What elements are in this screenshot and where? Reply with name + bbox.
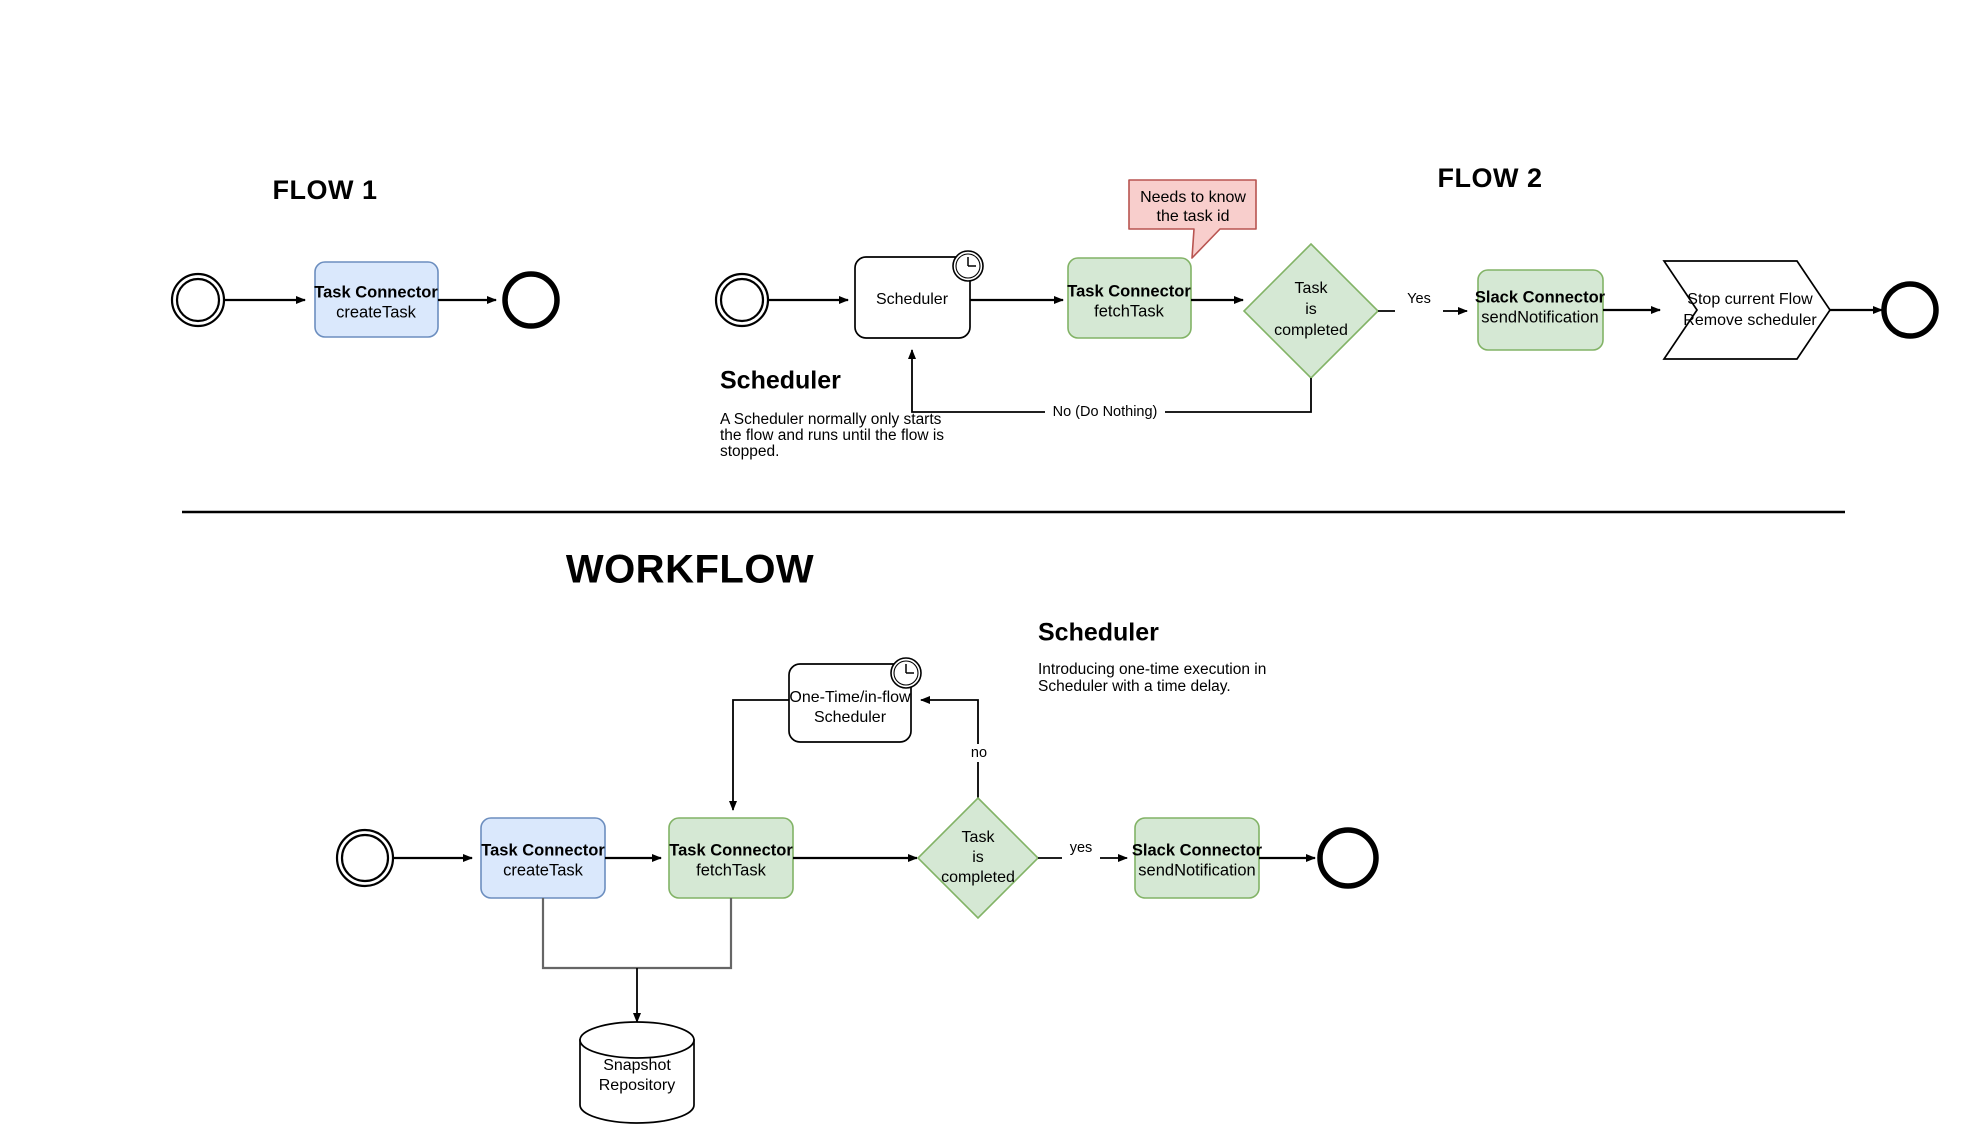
flow1-title: FLOW 1 <box>273 175 378 205</box>
flow2-note-line2: the flow and runs until the flow is <box>720 427 944 444</box>
workflow-gateway-line3: completed <box>941 869 1015 886</box>
flow1-task-createtask[interactable]: Task Connector createTask <box>314 261 439 338</box>
workflow-edge-scheduler-to-fetch <box>729 699 789 811</box>
flow2-fetch-subtitle: fetchTask <box>1094 302 1164 320</box>
workflow-end-event <box>1317 827 1379 889</box>
workflow-edge-yes-label: yes <box>1070 840 1093 856</box>
workflow-fetch-title: Task Connector <box>669 841 793 859</box>
workflow-edge-to-repository <box>541 898 733 1023</box>
flow2-note-line1: A Scheduler normally only starts <box>720 411 942 428</box>
workflow-task-createtask[interactable]: Task Connector createTask <box>480 817 606 899</box>
workflow-slack-subtitle: sendNotification <box>1138 861 1255 879</box>
flow1-task-subtitle: createTask <box>336 303 417 321</box>
workflow-note-line2: Scheduler with a time delay. <box>1038 678 1231 695</box>
flow2-slack-subtitle: sendNotification <box>1481 308 1598 326</box>
flow2-task-fetchtask[interactable]: Task Connector fetchTask <box>1067 257 1192 339</box>
flow2-terminator-stop-flow[interactable]: Stop current Flow Remove scheduler <box>1662 260 1832 360</box>
flow2-callout-note: Needs to know the task id <box>1128 179 1257 259</box>
flow2-note-line3: stopped. <box>720 443 779 460</box>
flow2-slack-title: Slack Connector <box>1475 288 1606 306</box>
flow1-task-title: Task Connector <box>314 283 438 301</box>
workflow-create-title: Task Connector <box>481 841 605 859</box>
workflow-note-heading: Scheduler <box>1038 619 1159 647</box>
clock-icon <box>952 250 984 282</box>
flow2-no-label-bg <box>1045 402 1165 422</box>
flow2-gateway-task-completed[interactable]: Task is completed <box>1242 242 1380 380</box>
flow2-scheduler[interactable]: Scheduler <box>854 250 984 339</box>
workflow-task-fetchtask[interactable]: Task Connector fetchTask <box>668 817 794 899</box>
flow2-callout-line1: Needs to know <box>1140 189 1246 206</box>
workflow-slack-title: Slack Connector <box>1132 841 1263 859</box>
workflow-snapshot-repository[interactable]: Snapshot Repository <box>579 1021 695 1124</box>
workflow-one-time-scheduler[interactable]: One-Time/in-flow Scheduler <box>788 657 922 743</box>
workflow-create-subtitle: createTask <box>503 861 584 879</box>
workflow-edge-no-to-scheduler <box>920 696 979 826</box>
workflow-repo-line2: Repository <box>599 1077 675 1094</box>
flow2-gateway-line3: completed <box>1274 322 1348 339</box>
workflow-ots-line1: One-Time/in-flow <box>789 689 911 706</box>
flow2-fetch-title: Task Connector <box>1067 282 1191 300</box>
flow2-gateway-line2: is <box>1305 301 1317 318</box>
workflow-no-label-bg <box>962 744 996 762</box>
workflow-edge-no-label: no <box>971 745 987 761</box>
flow2-title: FLOW 2 <box>1438 163 1543 193</box>
workflow-fetch-subtitle: fetchTask <box>696 861 766 879</box>
flow2-scheduler-label: Scheduler <box>876 291 949 308</box>
workflow-repo-line1: Snapshot <box>603 1057 671 1074</box>
workflow-slack-connector[interactable]: Slack Connector sendNotification <box>1132 817 1263 899</box>
flow2-slack-connector[interactable]: Slack Connector sendNotification <box>1475 269 1606 351</box>
flow2-gateway-line1: Task <box>1295 280 1329 297</box>
flow2-note-heading: Scheduler <box>720 367 841 395</box>
flow1-end-event <box>502 271 560 329</box>
workflow-start-event <box>335 828 395 888</box>
workflow-ots-line2: Scheduler <box>814 709 887 726</box>
flow2-start-event <box>714 272 770 328</box>
flow2-terminator-line2: Remove scheduler <box>1683 312 1817 329</box>
flow2-edge-no-label: No (Do Nothing) <box>1053 404 1158 420</box>
workflow-gateway-task-completed[interactable]: Task is completed <box>916 796 1040 920</box>
workflow-title: WORKFLOW <box>566 548 814 592</box>
workflow-note-line1: Introducing one-time execution in <box>1038 661 1266 678</box>
flow2-edge-yes-label: Yes <box>1407 291 1431 307</box>
flow2-terminator-line1: Stop current Flow <box>1687 291 1813 308</box>
clock-icon <box>890 657 922 689</box>
workflow-scheduler-note: Scheduler Introducing one-time execution… <box>1038 619 1266 695</box>
flow2-callout-line2: the task id <box>1157 208 1230 225</box>
flow2-scheduler-note: Scheduler A Scheduler normally only star… <box>720 367 944 460</box>
flow2-end-event <box>1881 281 1939 339</box>
workflow-gateway-line1: Task <box>962 829 996 846</box>
flow1-start-event <box>170 272 226 328</box>
workflow-gateway-line2: is <box>972 849 984 866</box>
